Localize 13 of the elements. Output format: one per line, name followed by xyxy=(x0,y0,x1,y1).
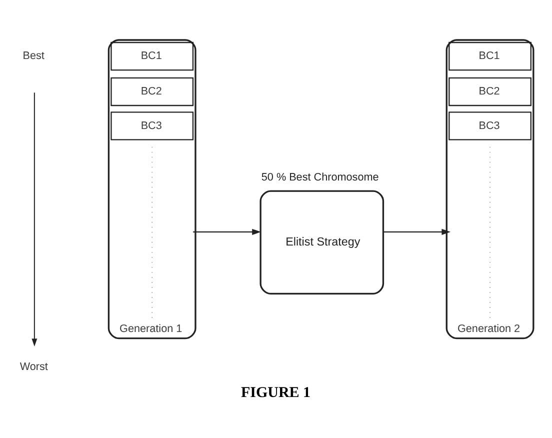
node-box: BC3 xyxy=(110,111,194,140)
caption: FIGURE 1 xyxy=(240,384,311,400)
node-box: BC2 xyxy=(448,76,532,106)
arrow xyxy=(384,228,451,235)
node-box: BC1 xyxy=(110,41,194,70)
node-label: 50 % Best Chromosome xyxy=(261,171,379,184)
node-box: Elitist Strategy xyxy=(260,190,384,294)
label: Worst xyxy=(20,360,48,373)
arrow xyxy=(193,228,261,235)
node-box: BC3 xyxy=(448,111,532,140)
node-box: BC1 xyxy=(448,41,532,70)
node-box: BC2 xyxy=(110,76,194,106)
label: Best xyxy=(22,50,44,62)
